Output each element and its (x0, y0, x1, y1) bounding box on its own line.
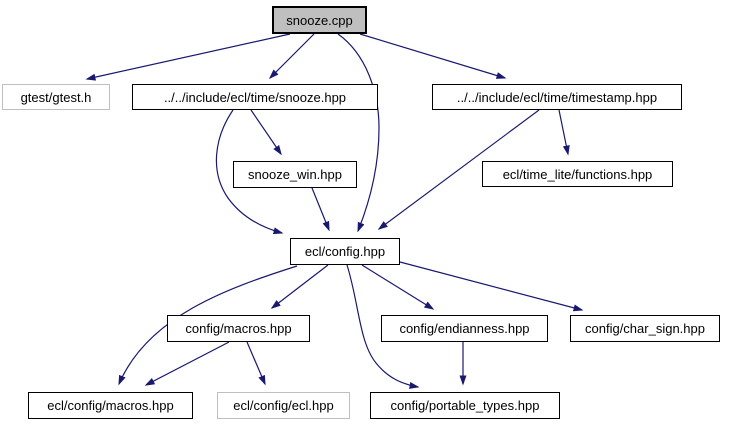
edge-timestamphpp-eclconfig (377, 109, 540, 230)
node-snooze-hpp[interactable]: ../../include/ecl/time/snooze.hpp (132, 84, 378, 110)
node-config-endianness-hpp[interactable]: config/endianness.hpp (381, 315, 548, 342)
edge-snoozecpp-gtest (85, 33, 291, 81)
node-config-macros-hpp[interactable]: config/macros.hpp (167, 315, 310, 342)
edge-snoozecpp-snoozehpp (268, 33, 315, 80)
node-config-char-sign-hpp[interactable]: config/char_sign.hpp (570, 315, 720, 342)
node-gtest-h: gtest/gtest.h (2, 84, 110, 110)
node-timestamp-hpp[interactable]: ../../include/ecl/time/timestamp.hpp (432, 84, 682, 110)
node-snooze-cpp: snooze.cpp (272, 6, 367, 34)
edge-snoozehpp-eclconfig (215, 109, 284, 235)
edge-snoozecpp-timestamphpp (359, 33, 507, 79)
edge-timestamphpp-functions (558, 109, 570, 156)
edge-configmacros-eclconfigecl (246, 341, 266, 386)
edge-eclconfig-configmacros (270, 264, 329, 309)
node-ecl-config-ecl-hpp: ecl/config/ecl.hpp (217, 392, 350, 419)
node-ecl-config-hpp[interactable]: ecl/config.hpp (290, 238, 400, 265)
edge-snoozecpp-eclconfig (337, 33, 380, 233)
edge-eclconfig-endianness (361, 264, 435, 310)
edge-eclconfig-eclconfigmacros (118, 265, 298, 386)
node-functions-hpp[interactable]: ecl/time_lite/functions.hpp (482, 161, 673, 187)
node-ecl-config-macros-hpp[interactable]: ecl/config/macros.hpp (28, 392, 193, 419)
edge-configmacros-eclconfigmacros (144, 341, 230, 386)
edge-snoozehpp-snoozewin (250, 109, 282, 156)
node-snooze-win-hpp[interactable]: snooze_win.hpp (233, 161, 357, 188)
edge-eclconfig-charsign (399, 261, 584, 312)
node-config-portable-types-hpp[interactable]: config/portable_types.hpp (370, 392, 560, 419)
edge-eclconfig-portabletypes (346, 264, 420, 389)
edge-snoozewin-eclconfig (311, 187, 330, 232)
